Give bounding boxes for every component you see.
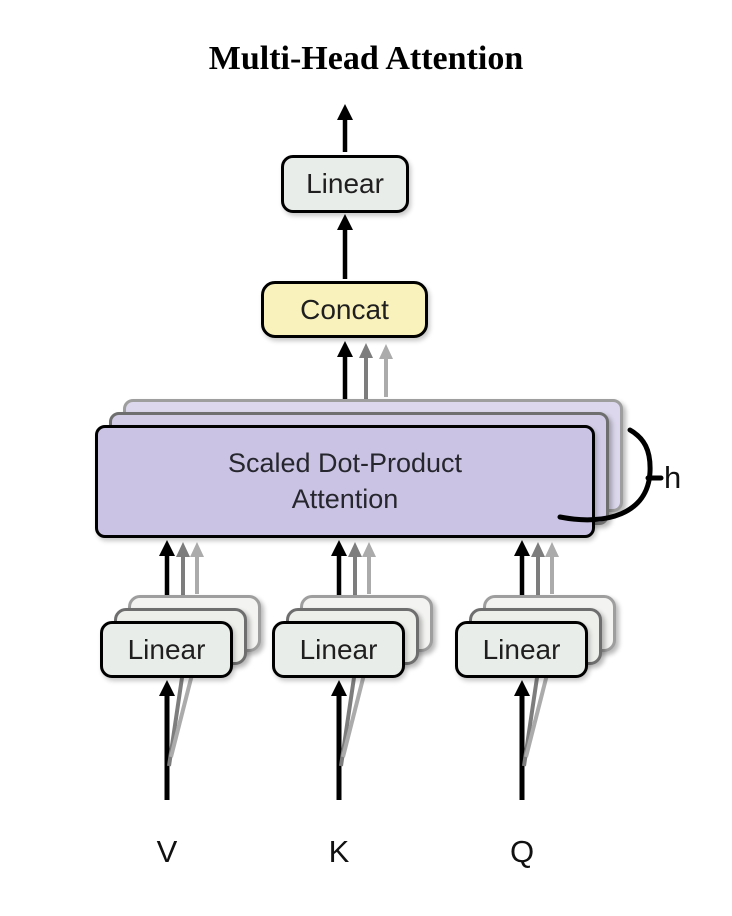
input-label-k: K (328, 834, 350, 869)
arrow-k-ghost2-to-attention (362, 542, 376, 594)
input-label-q: Q (509, 834, 535, 869)
arrow-attention-ghost2-to-concat (379, 344, 393, 397)
linear-v-label: Linear (127, 633, 206, 665)
input-fan-k-near (339, 663, 358, 767)
concat-label: Concat (300, 293, 389, 325)
output-arrow (337, 104, 353, 152)
linear-out-label: Linear (306, 168, 384, 199)
linear-k-box: Linear (272, 621, 405, 678)
arrow-v-ghost2-to-attention (190, 542, 204, 594)
linear-k-label: Linear (299, 633, 378, 665)
input-fan-v-near (167, 663, 186, 767)
head-count-label: h (664, 460, 682, 495)
input-label-v: V (156, 834, 178, 869)
arrow-q-ghost2-to-attention (545, 542, 559, 594)
linear-out-box: Linear (281, 155, 409, 213)
attention-box: Scaled Dot-Product Attention (95, 425, 595, 538)
linear-v-box: Linear (100, 621, 233, 678)
input-fan-q-near (522, 663, 541, 767)
diagram-title: Multi-Head Attention (208, 40, 524, 77)
linear-q-label: Linear (482, 633, 561, 665)
arrow-concat-to-linear (337, 214, 353, 279)
concat-box: Concat (261, 281, 428, 338)
linear-q-box: Linear (455, 621, 588, 678)
attention-label-line1: Scaled Dot-Product (227, 448, 463, 479)
attention-label-line2: Attention (291, 483, 399, 514)
